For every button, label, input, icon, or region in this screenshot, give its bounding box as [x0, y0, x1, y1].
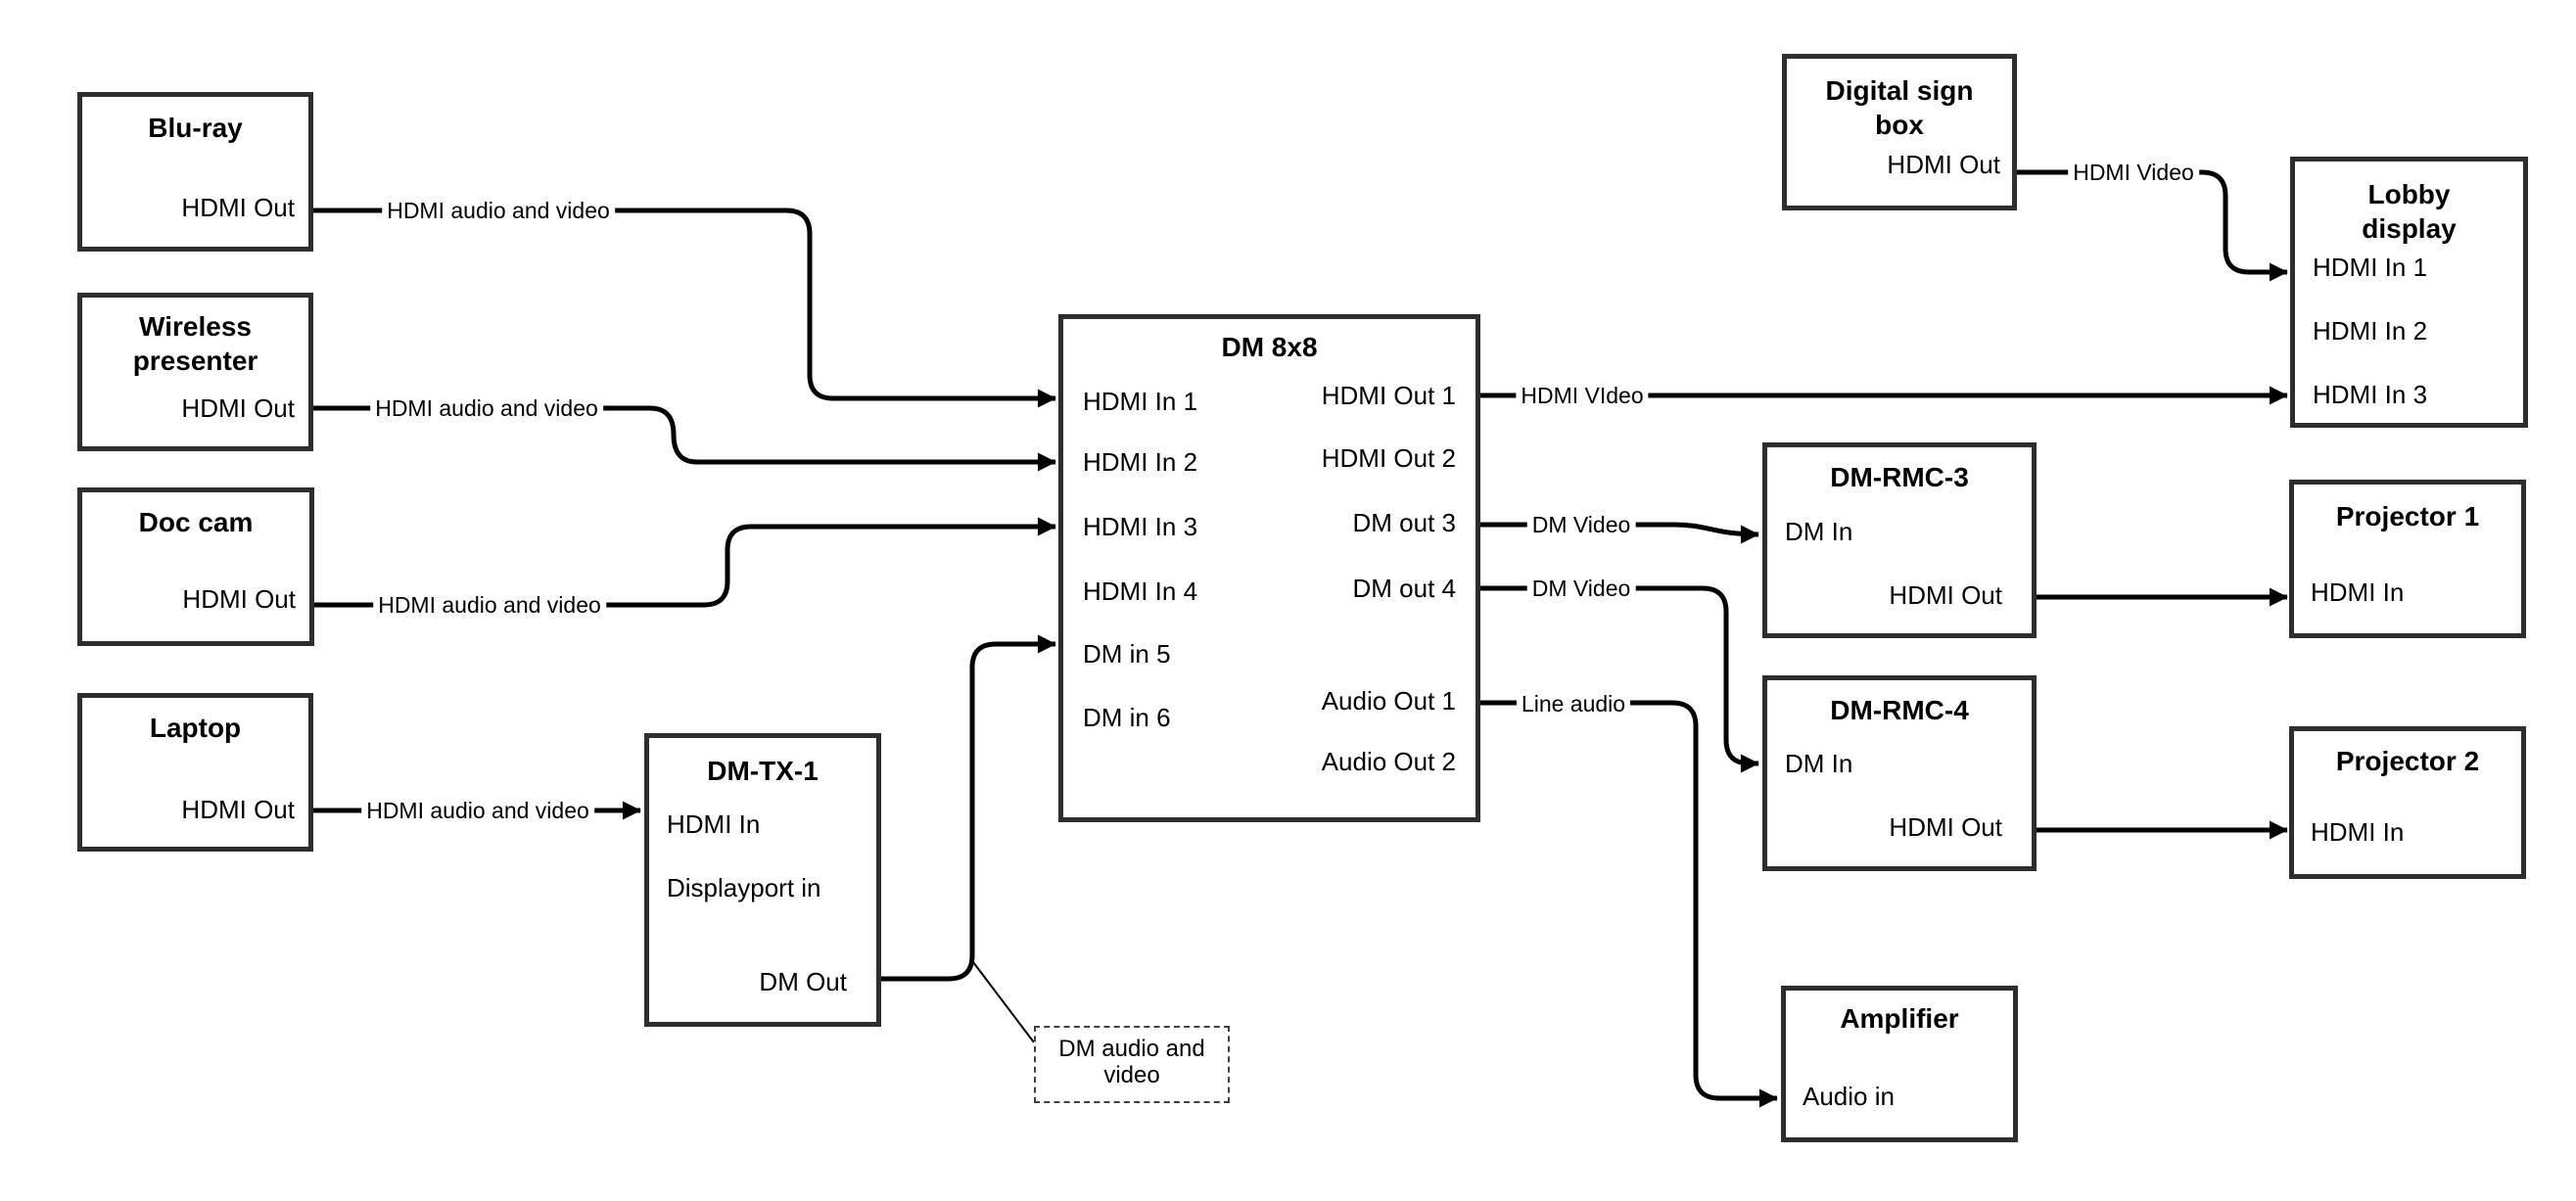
port-hdmi-out-2: HDMI Out 2 — [1321, 443, 1456, 473]
port-dm-in: DM In — [1785, 517, 1853, 546]
node-projector-1: Projector 1 HDMI In — [2289, 480, 2526, 638]
node-dm-rmc-4: DM-RMC-4 DM In HDMI Out — [1762, 675, 2037, 871]
node-title: Lobby display — [2362, 179, 2457, 244]
port-hdmi-out: HDMI Out — [181, 393, 295, 423]
node-title: Laptop — [149, 713, 242, 743]
node-title: Blu-ray — [148, 113, 243, 143]
node-title: Projector 1 — [2335, 501, 2480, 531]
node-title: DM-RMC-3 — [1830, 462, 1969, 492]
port-hdmi-out: HDMI Out — [182, 584, 296, 614]
port-hdmi-in: HDMI In — [667, 809, 761, 839]
edge-label-line-audio: Line audio — [1516, 691, 1631, 716]
note-text: DM audio and video — [1058, 1036, 1205, 1088]
port-hdmi-in-4: HDMI In 4 — [1083, 577, 1198, 606]
edge-label-hdmi-av-laptop: HDMI audio and video — [361, 798, 594, 823]
node-projector-2: Projector 2 HDMI In — [2289, 726, 2526, 879]
edge-label-hdmi-av-bluray: HDMI audio and video — [382, 198, 615, 223]
node-title: Digital sign box — [1825, 75, 1974, 140]
port-hdmi-out: HDMI Out — [1887, 150, 2000, 179]
port-hdmi-in: HDMI In — [2311, 577, 2405, 607]
port-hdmi-out: HDMI Out — [181, 193, 295, 222]
port-dm-out: DM Out — [759, 967, 847, 996]
node-lobby-display: Lobby display HDMI In 1 HDMI In 2 HDMI I… — [2290, 157, 2528, 428]
node-doc-cam: Doc cam HDMI Out — [77, 487, 314, 646]
port-dm-out-4: DM out 4 — [1352, 574, 1457, 603]
node-bluray: Blu-ray HDMI Out — [77, 92, 313, 252]
edge-label-hdmi-video-sign: HDMI Video — [2068, 160, 2199, 185]
node-title: DM 8x8 — [1221, 332, 1318, 362]
edge-label-dm-video-out3: DM Video — [1526, 512, 1636, 537]
port-hdmi-in-2: HDMI In 2 — [1083, 447, 1198, 477]
node-laptop: Laptop HDMI Out — [77, 693, 313, 852]
node-title: DM-RMC-4 — [1830, 695, 1969, 725]
node-title: Doc cam — [138, 507, 254, 537]
wire-audio-out-1-to-amp — [1480, 700, 1778, 1108]
node-dm-8x8: DM 8x8 HDMI In 1 HDMI In 2 HDMI In 3 HDM… — [1058, 314, 1480, 822]
port-hdmi-out: HDMI Out — [1889, 812, 2002, 842]
wire-dm-out-4-to-rmc4 — [1480, 585, 1759, 773]
port-hdmi-out-1: HDMI Out 1 — [1321, 381, 1456, 410]
port-hdmi-out: HDMI Out — [1889, 580, 2002, 610]
port-hdmi-out: HDMI Out — [181, 795, 295, 824]
node-title: Amplifier — [1840, 1003, 1959, 1034]
edge-label-hdmi-av-doccam: HDMI audio and video — [373, 592, 606, 618]
edge-label-hdmi-video-out1: HDMI VIdeo — [1516, 383, 1649, 408]
node-title: Projector 2 — [2335, 746, 2480, 776]
wire-bluray-to-hdmi-in-1 — [313, 208, 1056, 408]
wire-signbox-to-lobby — [2017, 169, 2288, 282]
port-audio-in: Audio in — [1803, 1082, 1895, 1111]
port-hdmi-in-2: HDMI In 2 — [2313, 316, 2428, 346]
node-dm-tx-1: DM-TX-1 HDMI In Displayport in DM Out — [644, 733, 881, 1027]
port-audio-out-1: Audio Out 1 — [1321, 686, 1456, 716]
node-wireless-presenter: Wireless presenter HDMI Out — [77, 293, 313, 451]
node-title: DM-TX-1 — [707, 756, 819, 786]
port-hdmi-in-3: HDMI In 3 — [1083, 512, 1198, 541]
node-amplifier: Amplifier Audio in — [1781, 986, 2018, 1142]
port-displayport-in: Displayport in — [667, 873, 821, 902]
port-dm-in: DM In — [1785, 749, 1853, 778]
node-title: Wireless presenter — [132, 311, 258, 376]
note-dm-audio-and-video: DM audio and video — [1034, 1026, 1230, 1103]
port-dm-out-3: DM out 3 — [1352, 508, 1457, 537]
port-dm-in-5: DM in 5 — [1083, 639, 1171, 669]
wire-dmtx1-to-dm-in-5 — [880, 634, 1056, 982]
port-hdmi-in-1: HDMI In 1 — [2313, 253, 2428, 282]
port-hdmi-in-1: HDMI In 1 — [1083, 387, 1198, 416]
edge-label-dm-video-out4: DM Video — [1526, 576, 1636, 601]
port-audio-out-2: Audio Out 2 — [1321, 747, 1456, 776]
note-callout-line — [972, 961, 1035, 1043]
node-dm-rmc-3: DM-RMC-3 DM In HDMI Out — [1762, 442, 2037, 638]
port-dm-in-6: DM in 6 — [1083, 703, 1171, 732]
node-digital-sign-box: Digital sign box HDMI Out — [1782, 54, 2017, 210]
port-hdmi-in: HDMI In — [2311, 817, 2405, 847]
edge-label-hdmi-av-wireless: HDMI audio and video — [370, 395, 603, 421]
port-hdmi-in-3: HDMI In 3 — [2313, 380, 2428, 409]
